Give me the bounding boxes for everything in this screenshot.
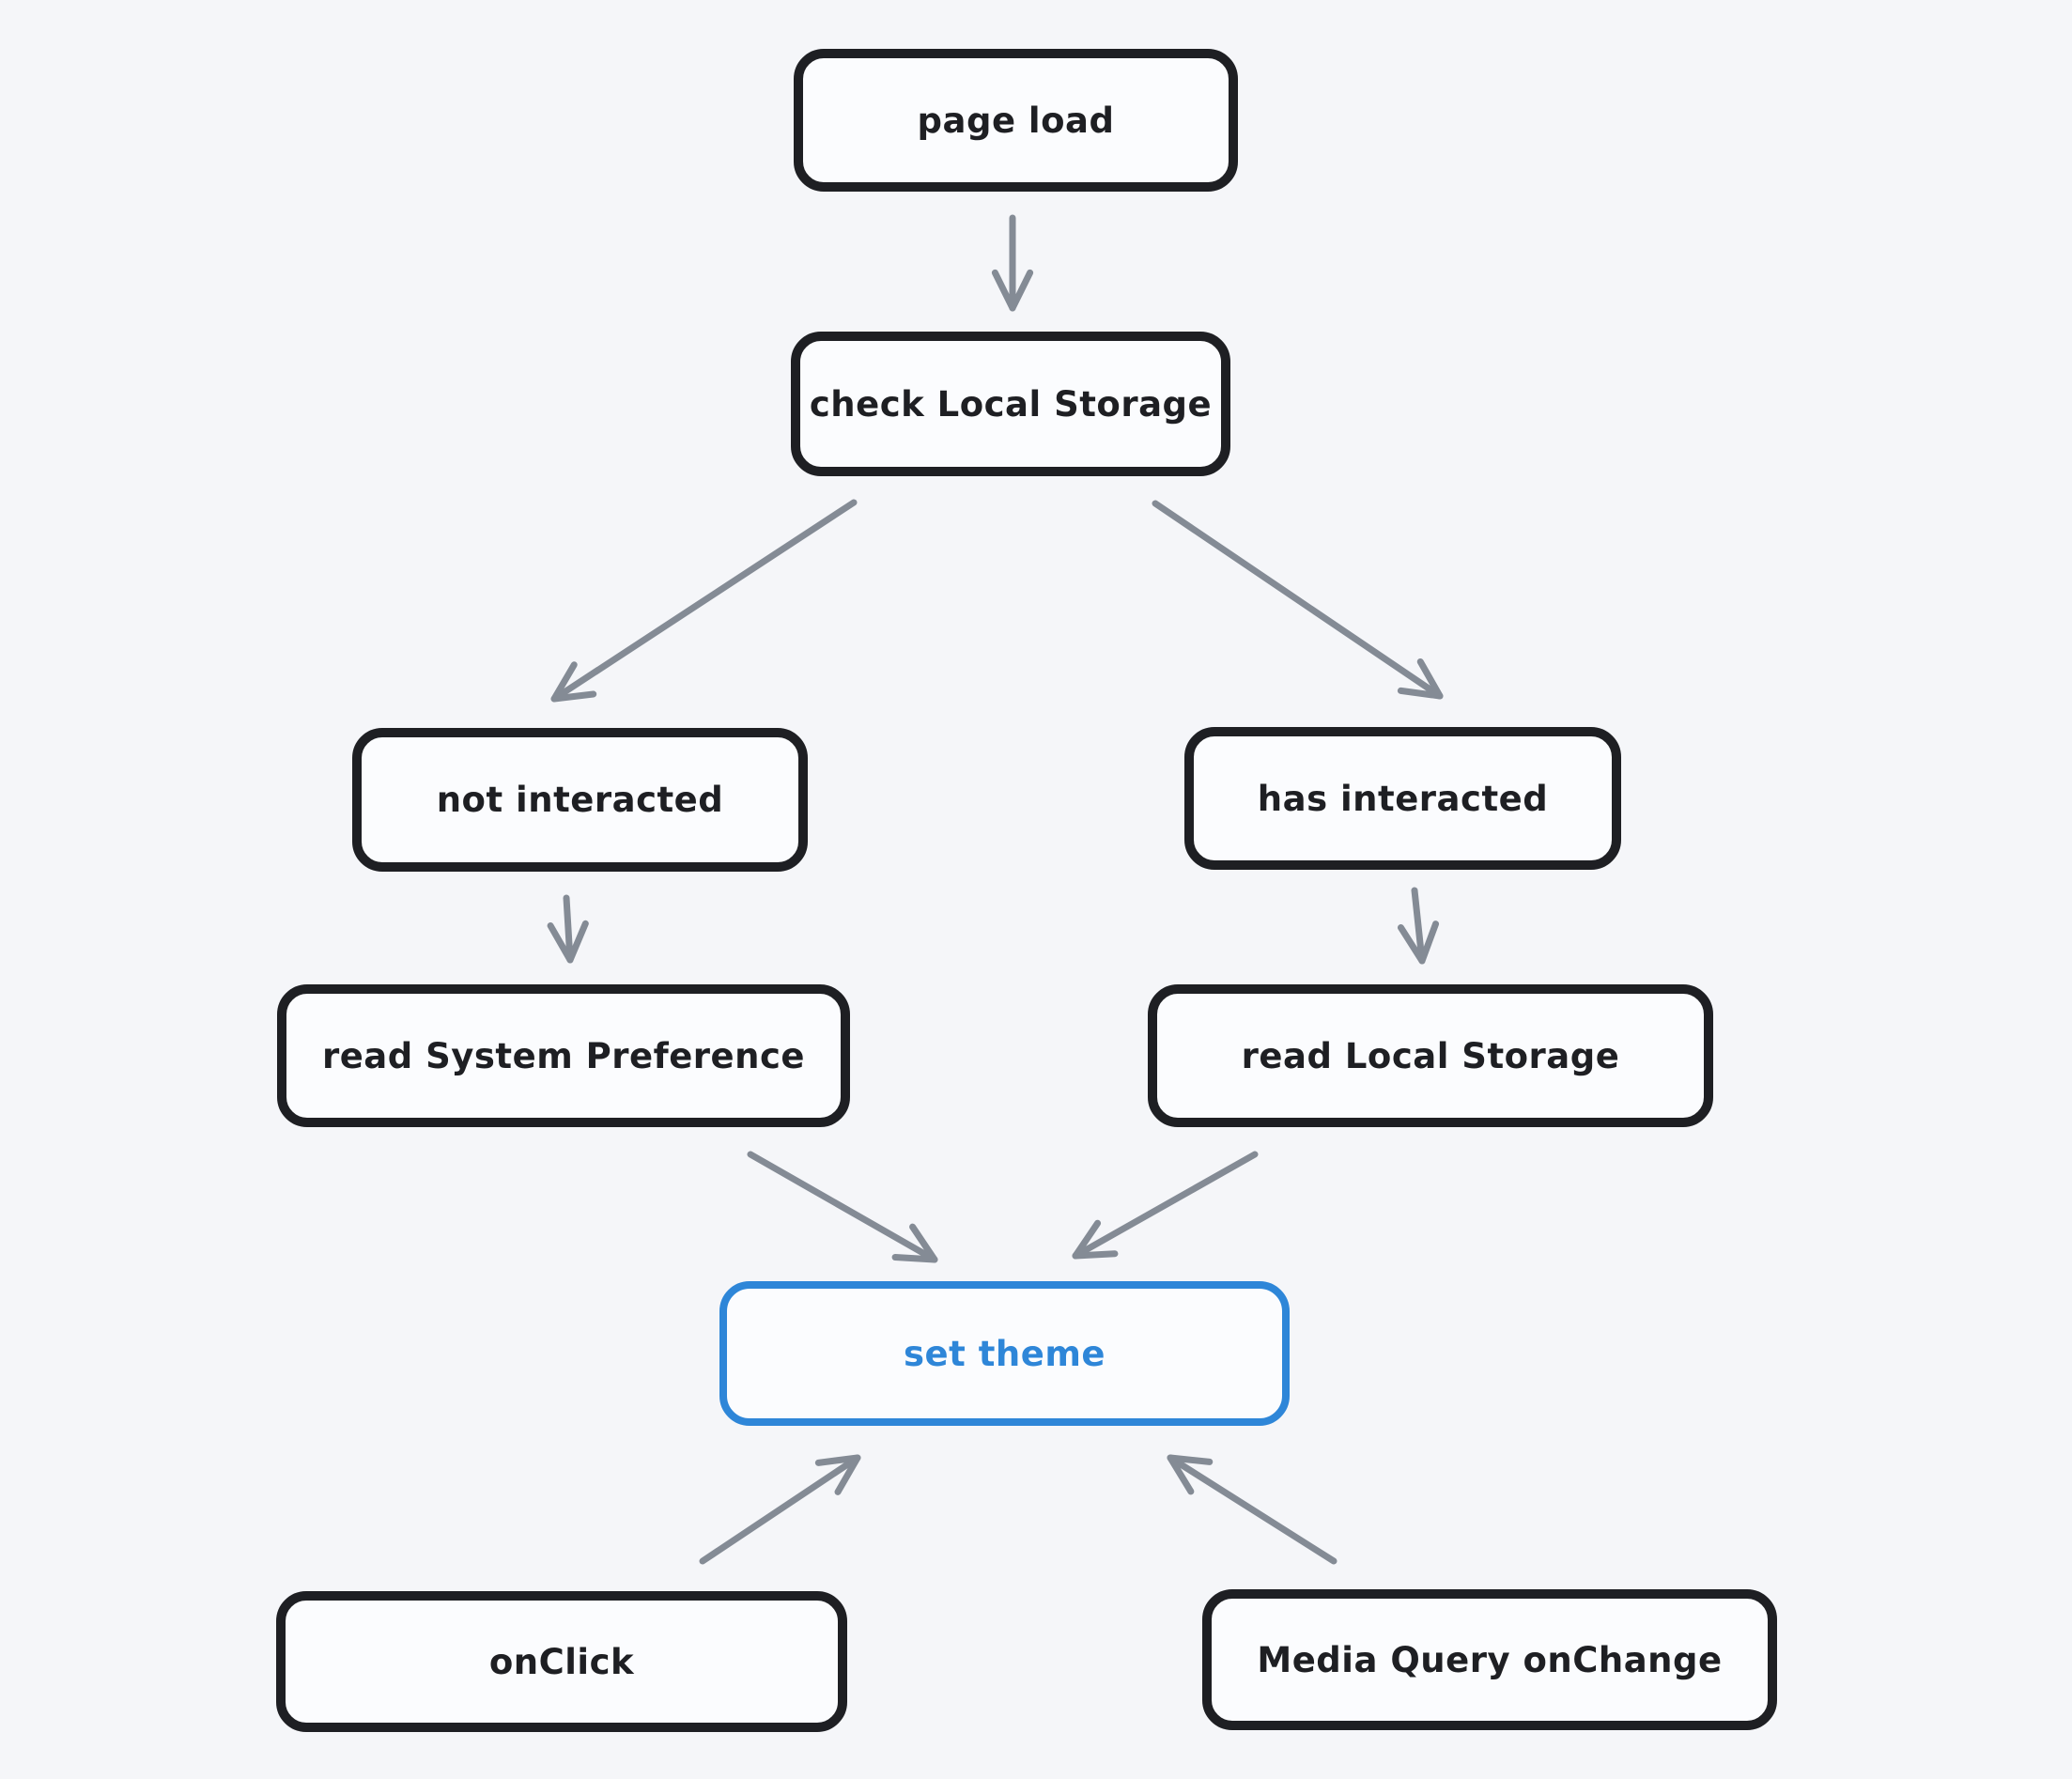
arrow-shaft xyxy=(1167,1454,1338,1565)
arrow-check-local-storage-to-not-interacted[interactable] xyxy=(550,499,858,703)
flow-node-onclick[interactable]: onClick xyxy=(276,1591,847,1732)
flow-node-read-system-preference[interactable]: read System Preference xyxy=(277,984,850,1127)
arrowhead xyxy=(550,661,597,703)
flow-node-set-theme[interactable]: set theme xyxy=(719,1281,1290,1426)
flow-node-media-query-onchange[interactable]: Media Query onChange xyxy=(1202,1589,1777,1730)
flow-node-has-interacted[interactable]: has interacted xyxy=(1184,727,1621,870)
arrow-onclick-to-set-theme[interactable] xyxy=(699,1454,861,1565)
arrow-read-local-storage-to-set-theme[interactable] xyxy=(1072,1151,1259,1260)
flow-node-label-not-interacted: not interacted xyxy=(436,780,724,820)
arrowhead xyxy=(814,1454,861,1495)
arrow-page-load-to-check-local-storage[interactable] xyxy=(991,214,1034,312)
flow-node-check-local-storage[interactable]: check Local Storage xyxy=(791,332,1230,476)
flow-node-label-has-interacted: has interacted xyxy=(1257,778,1549,819)
arrow-shaft xyxy=(699,1454,861,1565)
arrow-check-local-storage-to-has-interacted[interactable] xyxy=(1152,500,1444,700)
flow-node-label-read-local-storage: read Local Storage xyxy=(1241,1035,1620,1076)
flow-node-label-check-local-storage: check Local Storage xyxy=(809,383,1213,425)
arrowhead xyxy=(1397,657,1444,700)
arrow-shaft xyxy=(1152,500,1444,700)
flow-node-not-interacted[interactable]: not interacted xyxy=(352,728,808,872)
arrow-read-system-preference-to-set-theme[interactable] xyxy=(747,1151,938,1263)
arrow-shaft xyxy=(563,894,574,964)
arrow-shaft xyxy=(1072,1151,1259,1260)
flow-node-label-page-load: page load xyxy=(917,100,1115,141)
arrowhead xyxy=(891,1223,938,1263)
arrow-shaft xyxy=(747,1151,938,1263)
arrow-media-query-onchange-to-set-theme[interactable] xyxy=(1167,1454,1338,1565)
arrow-shaft xyxy=(1411,887,1426,965)
flow-node-page-load[interactable]: page load xyxy=(794,49,1238,192)
flow-node-label-read-system-preference: read System Preference xyxy=(321,1035,806,1076)
flow-node-label-onclick: onClick xyxy=(488,1641,635,1682)
arrowhead xyxy=(1397,920,1440,965)
arrow-shaft xyxy=(550,499,858,703)
arrow-not-interacted-to-read-system-preference[interactable] xyxy=(547,894,589,964)
arrowhead xyxy=(1072,1219,1119,1260)
arrowhead xyxy=(1167,1454,1214,1495)
arrow-has-interacted-to-read-local-storage[interactable] xyxy=(1397,887,1440,965)
arrowhead xyxy=(991,269,1034,312)
flow-node-read-local-storage[interactable]: read Local Storage xyxy=(1148,984,1713,1127)
flow-node-label-media-query-onchange: Media Query onChange xyxy=(1257,1639,1723,1680)
flow-node-label-set-theme: set theme xyxy=(904,1333,1106,1374)
arrowhead xyxy=(547,920,589,964)
